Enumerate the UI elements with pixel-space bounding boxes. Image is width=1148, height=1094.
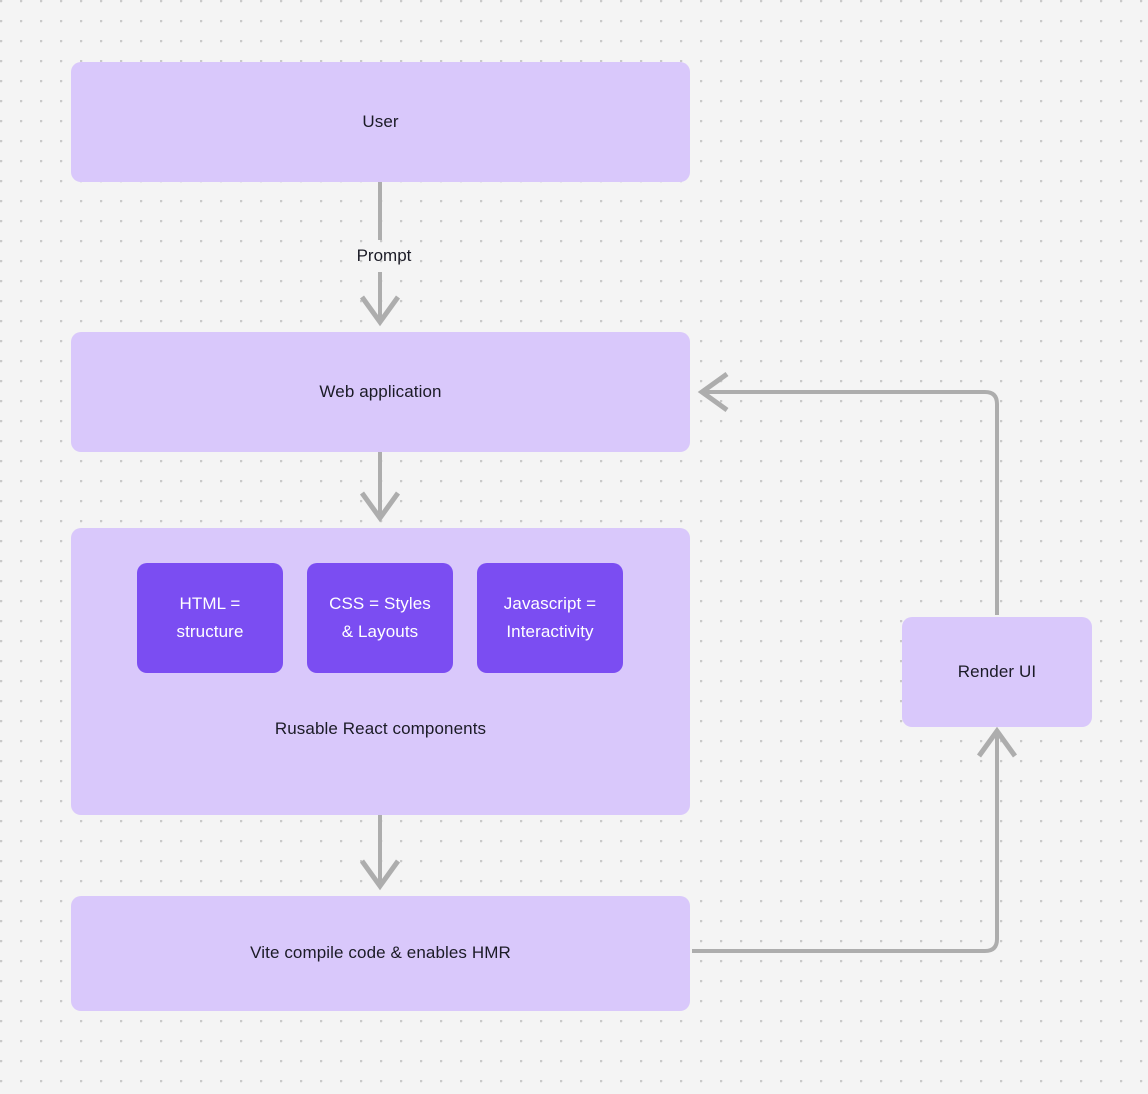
node-render-ui-label: Render UI xyxy=(957,661,1037,681)
node-user-label: User xyxy=(362,111,399,131)
edge-render-ui-to-web-application xyxy=(697,371,999,615)
node-css[interactable]: CSS = Styles & Layouts xyxy=(307,563,453,673)
node-components-group-label: Rusable React components xyxy=(274,719,487,738)
node-vite[interactable]: Vite compile code & enables HMR xyxy=(71,896,690,1011)
edge-label-prompt: Prompt xyxy=(356,246,412,265)
node-javascript[interactable]: Javascript = Interactivity xyxy=(477,563,623,673)
node-vite-label: Vite compile code & enables HMR xyxy=(250,943,511,963)
node-render-ui[interactable]: Render UI xyxy=(902,617,1092,727)
node-user[interactable]: User xyxy=(71,62,690,182)
node-web-application[interactable]: Web application xyxy=(71,332,690,452)
edge-vite-to-render-ui xyxy=(692,726,1018,953)
node-html[interactable]: HTML = structure xyxy=(137,563,283,673)
edge-web-application-to-components xyxy=(359,452,401,523)
node-html-label: HTML = structure xyxy=(176,594,244,641)
node-web-application-label: Web application xyxy=(319,381,442,401)
node-components-group[interactable]: HTML = structure CSS = Styles & Layouts … xyxy=(71,528,690,815)
edge-components-to-vite xyxy=(359,815,401,891)
node-javascript-label: Javascript = Interactivity xyxy=(503,594,597,641)
node-css-label: CSS = Styles & Layouts xyxy=(329,594,431,641)
